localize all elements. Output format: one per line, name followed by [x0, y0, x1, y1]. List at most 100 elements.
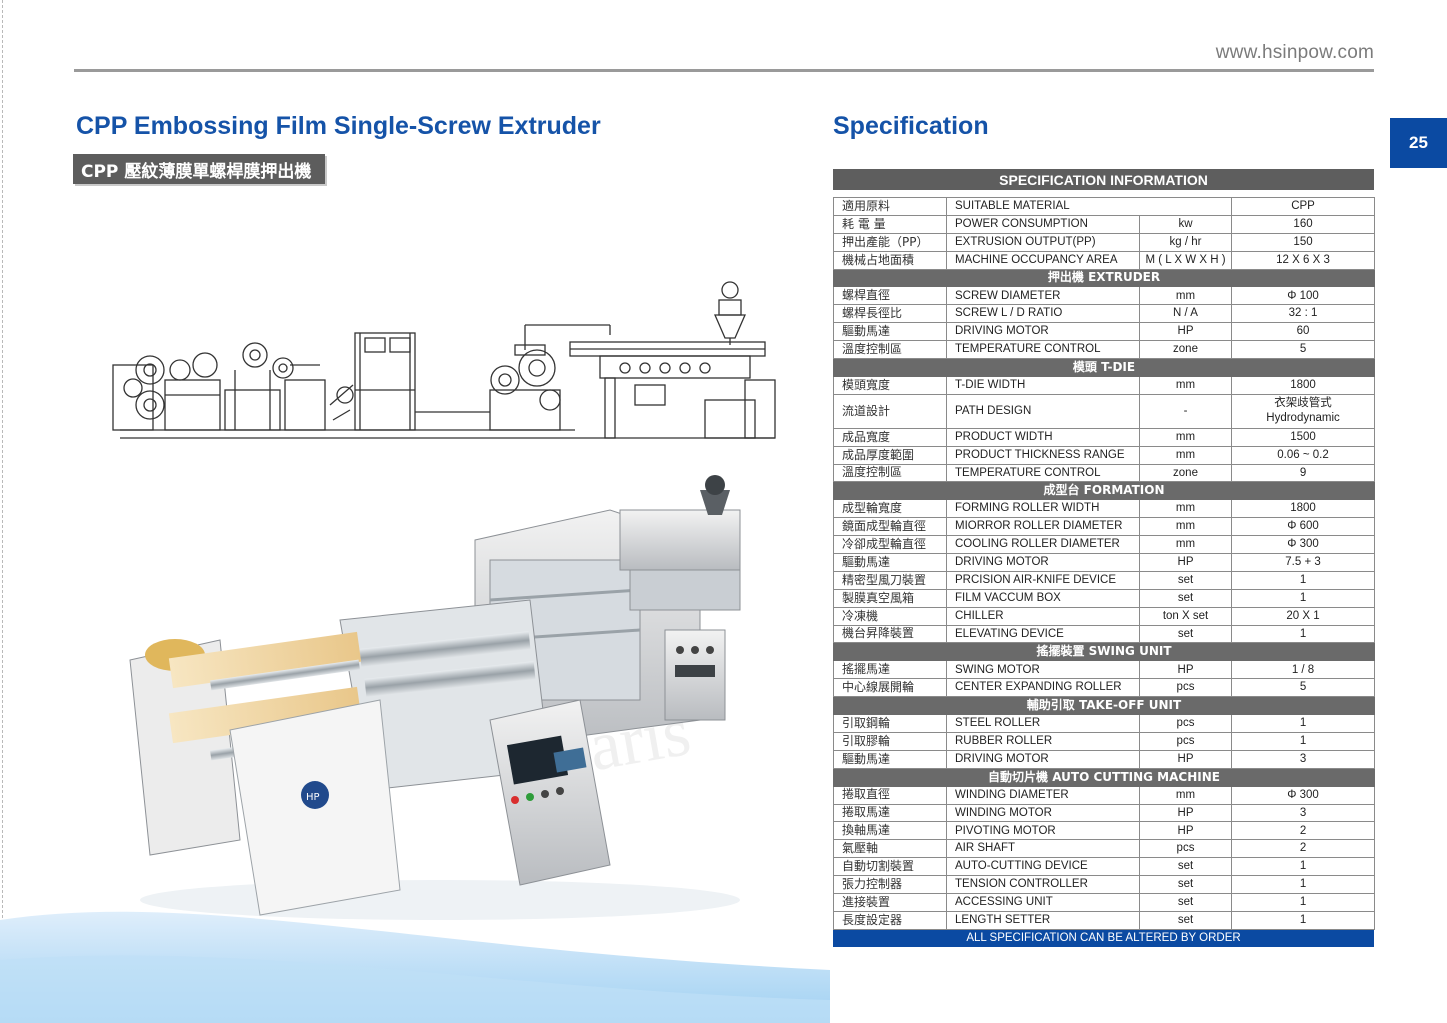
spec-item-english: POWER CONSUMPTION [946, 214, 1140, 234]
spec-item-chinese: 驅動馬達 [833, 749, 947, 769]
spec-value: 160 [1231, 214, 1376, 234]
spec-section-label: 押出機 EXTRUDER [832, 268, 1376, 288]
spec-value: 1800 [1231, 499, 1376, 519]
spec-item-english: RUBBER ROLLER [946, 731, 1140, 751]
spec-item-chinese: 成品寬度 [833, 427, 947, 447]
spec-value: 5 [1231, 340, 1376, 360]
spec-value: 2 [1231, 839, 1376, 859]
spec-item-english: ELEVATING DEVICE [946, 624, 1140, 644]
spec-item-english: SUITABLE MATERIAL [945, 197, 1233, 216]
spec-item-chinese: 換軸馬達 [833, 821, 947, 841]
spec-item-chinese: 驅動馬達 [833, 553, 947, 572]
page-number-badge: 25 [1390, 118, 1447, 168]
spec-item-english: AIR SHAFT [946, 839, 1140, 859]
spec-section-row: 成型台 FORMATION [832, 481, 1376, 501]
spec-item-chinese: 捲取馬達 [833, 803, 947, 823]
spec-unit: mm [1138, 517, 1233, 537]
spec-item-english: TEMPERATURE CONTROL [946, 340, 1140, 360]
spec-value: 2 [1231, 821, 1376, 841]
website-url[interactable]: www.hsinpow.com [1215, 42, 1374, 63]
spec-item-chinese: 適用原料 [833, 197, 947, 216]
spec-item-english: FORMING ROLLER WIDTH [946, 499, 1140, 519]
spec-value: 1 [1231, 714, 1376, 733]
spec-value: 12 X 6 X 3 [1231, 250, 1376, 270]
spec-table-header: SPECIFICATION INFORMATION [833, 169, 1374, 190]
spec-value: 1 [1231, 588, 1376, 608]
spec-item-chinese: 引取鋼輪 [833, 714, 947, 733]
spec-unit: mm [1138, 785, 1233, 805]
spec-item-english: T-DIE WIDTH [946, 375, 1140, 395]
machine-photo: olaris HP [129, 475, 741, 920]
spec-section-label: 輔助引取 TAKE-OFF UNIT [832, 696, 1376, 716]
spec-value: Φ 600 [1231, 517, 1376, 537]
spec-item-chinese: 製膜真空風箱 [833, 588, 947, 608]
spec-item-english: DRIVING MOTOR [946, 322, 1140, 342]
spec-value: 1 [1231, 910, 1376, 930]
spec-item-chinese: 進接裝置 [833, 892, 947, 912]
spec-item-chinese: 引取膠輪 [833, 731, 947, 751]
spec-item-chinese: 機械占地面積 [833, 250, 947, 270]
spec-item-chinese: 押出產能（PP） [833, 232, 947, 252]
spec-unit: mm [1138, 427, 1233, 447]
spec-value: 9 [1231, 463, 1376, 483]
spec-section-row: 輔助引取 TAKE-OFF UNIT [832, 696, 1376, 716]
spec-item-english: SWING MOTOR [946, 660, 1140, 680]
spec-value: 60 [1231, 322, 1376, 342]
spec-section-row: 模頭 T-DIE [832, 358, 1376, 377]
spec-item-english: MIORROR ROLLER DIAMETER [946, 517, 1140, 537]
spec-unit: kw [1138, 214, 1233, 234]
spec-item-english: AUTO-CUTTING DEVICE [946, 857, 1140, 877]
spec-unit: set [1138, 892, 1233, 912]
spec-value: Φ 300 [1231, 535, 1376, 555]
spec-item-english: SCREW L / D RATIO [946, 304, 1140, 324]
spec-item-chinese: 冷凍機 [833, 606, 947, 626]
spec-item-chinese: 成型輪寬度 [833, 499, 947, 519]
spec-value: 3 [1231, 803, 1376, 823]
spec-unit: HP [1138, 322, 1233, 342]
spec-item-english: FILM VACCUM BOX [946, 588, 1140, 608]
spec-value: 5 [1231, 678, 1376, 698]
spec-item-chinese: 模頭寬度 [833, 375, 947, 395]
spec-item-english: PRODUCT THICKNESS RANGE [946, 445, 1140, 465]
spec-unit: HP [1138, 749, 1233, 769]
spec-item-chinese: 耗 電 量 [833, 214, 947, 234]
spec-unit: set [1138, 857, 1233, 877]
spec-value: 3 [1231, 749, 1376, 769]
spec-value-line: Hydrodynamic [1266, 412, 1340, 425]
spec-section-row: 自動切片機 AUTO CUTTING MACHINE [832, 767, 1376, 787]
spec-value: 1500 [1231, 427, 1376, 447]
spec-unit: pcs [1138, 839, 1233, 859]
spec-value: Φ 300 [1231, 785, 1376, 805]
spec-unit: mm [1138, 499, 1233, 519]
spec-unit: set [1138, 588, 1233, 608]
spec-unit: set [1138, 570, 1233, 590]
decorative-wave [0, 911, 830, 1023]
spec-item-english: COOLING ROLLER DIAMETER [946, 535, 1140, 555]
spec-value: 7.5 + 3 [1231, 553, 1376, 572]
spec-section-label: 成型台 FORMATION [832, 481, 1376, 501]
spec-section-label: 模頭 T-DIE [832, 358, 1376, 377]
spec-item-chinese: 溫度控制區 [833, 463, 947, 483]
spec-item-english: STEEL ROLLER [946, 714, 1140, 733]
spec-unit: HP [1138, 803, 1233, 823]
spec-item-english: LENGTH SETTER [946, 910, 1140, 930]
spec-item-english: PRCISION AIR-KNIFE DEVICE [946, 570, 1140, 590]
spec-item-chinese: 成品厚度範圍 [833, 445, 947, 465]
